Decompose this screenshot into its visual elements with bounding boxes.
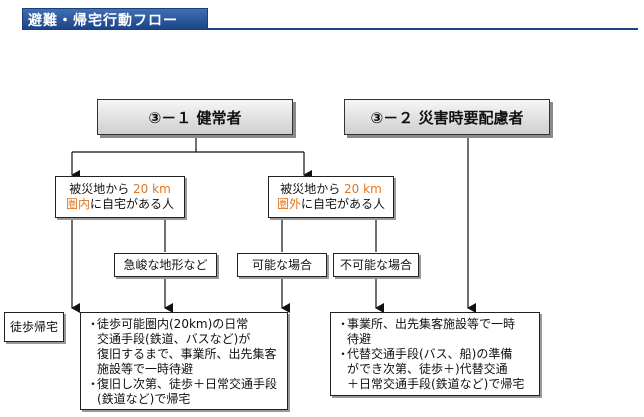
condition-outside-zone: 圏外 (276, 197, 301, 211)
header-bar (22, 8, 208, 30)
condition-outside-text-b: に自宅がある人 (301, 197, 386, 211)
list-item: ・ 徒歩可能圏内(20km)の日常 交通手段(鉄道、バスなど)が 復旧するまで、… (87, 317, 277, 376)
condition-outside-20km: 被災地から 20 km 圏外に自宅がある人 (268, 176, 394, 218)
label-steep-terrain: 急峻な地形など (114, 253, 217, 277)
label-possible-text: 可能な場合 (251, 257, 312, 272)
condition-inside-20km: 被災地から 20 km 圏内に自宅がある人 (55, 176, 185, 218)
page-title: 避難・帰宅行動フロー (28, 13, 178, 29)
label-impossible-text: 不可能な場合 (339, 257, 412, 272)
condition-outside-distance: 20 km (344, 182, 382, 196)
category-vulnerable-label: ③－２ 災害時要配慮者 (370, 108, 524, 127)
label-impossible: 不可能な場合 (333, 253, 419, 277)
result-temporary-shelter-right: ・ 事業所、出先集客施設等で一時 待避 ・ 代替交通手段(バス、船)の準備 がで… (330, 312, 540, 396)
condition-outside-text-a: 被災地から (280, 182, 341, 196)
condition-inside-text-a: 被災地から (69, 182, 130, 196)
label-steep-terrain-text: 急峻な地形など (123, 257, 208, 272)
result-walk-home: 徒歩帰宅 (4, 312, 64, 342)
label-possible: 可能な場合 (237, 253, 327, 277)
category-healthy: ③－１ 健常者 (97, 99, 293, 135)
list-item: ・ 代替交通手段(バス、船)の準備 ができ次第、徒歩＋)代替交通 ＋日常交通手段… (337, 347, 525, 391)
condition-inside-text-b: に自宅がある人 (90, 197, 175, 211)
condition-inside-distance: 20 km (133, 182, 171, 196)
result-walk-home-text: 徒歩帰宅 (9, 319, 58, 334)
list-item: ・ 復旧し次第、徒歩＋日常交通手段 (鉄道など)で帰宅 (87, 377, 278, 406)
header-rule (208, 28, 638, 30)
list-item: ・ 事業所、出先集客施設等で一時 待避 (337, 317, 516, 346)
condition-inside-zone: 圏内 (65, 197, 90, 211)
category-healthy-label: ③－１ 健常者 (148, 108, 242, 127)
result-temporary-shelter-center: ・ 徒歩可能圏内(20km)の日常 交通手段(鉄道、バスなど)が 復旧するまで、… (80, 312, 288, 410)
category-vulnerable: ③－２ 災害時要配慮者 (344, 99, 550, 135)
